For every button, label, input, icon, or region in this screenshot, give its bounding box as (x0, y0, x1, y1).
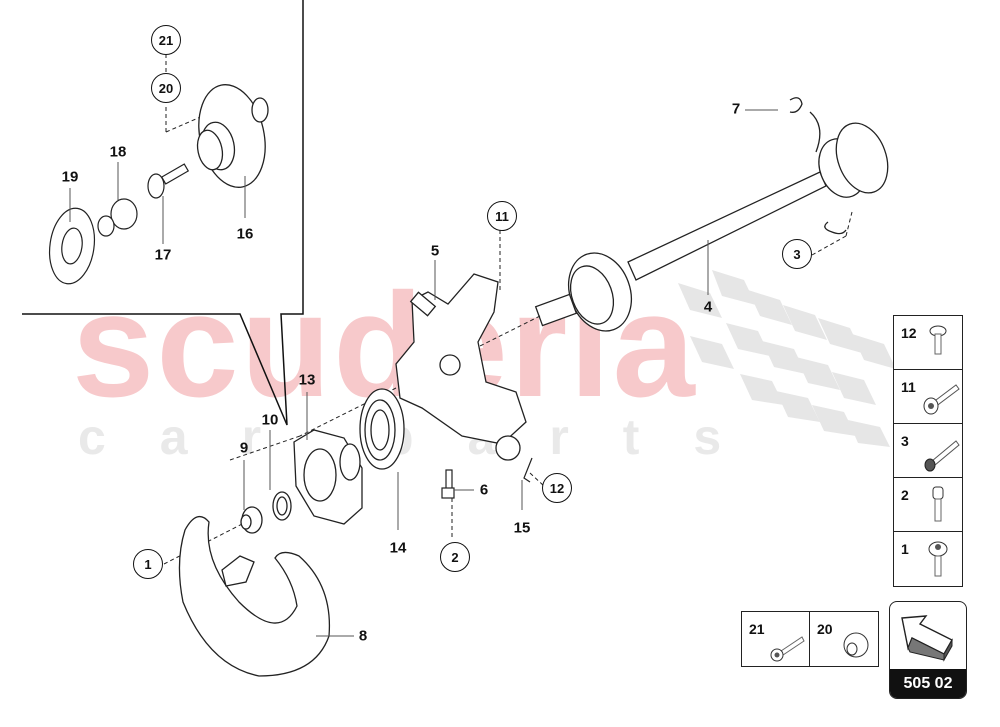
legend-item-12[interactable]: 12 (894, 316, 962, 370)
hub-nut (240, 506, 263, 534)
label-16: 16 (236, 225, 254, 243)
retaining-clip (523, 457, 533, 483)
legend-item-1[interactable]: 1 (894, 532, 962, 586)
legend-item-2[interactable]: 2 (894, 478, 962, 532)
page-navigation-button[interactable]: 505 02 (889, 601, 967, 699)
legend-item-20[interactable]: 20 (810, 612, 878, 666)
button-head-bolt-icon (928, 541, 948, 577)
leader-lines (69, 109, 778, 637)
label-14: 14 (389, 539, 407, 557)
callout-21[interactable]: 21 (151, 25, 181, 55)
callout-3[interactable]: 3 (782, 239, 812, 269)
steering-knuckle (395, 273, 527, 461)
callout-12[interactable]: 12 (542, 473, 572, 503)
callout-2[interactable]: 2 (440, 542, 470, 572)
legend-number: 11 (901, 379, 916, 395)
button-head-bolt-icon (929, 325, 947, 355)
legend-number: 3 (901, 433, 909, 449)
callout-20[interactable]: 20 (151, 73, 181, 103)
label-4: 4 (703, 298, 713, 316)
socket-cap-bolt-icon (932, 486, 944, 522)
assembly-lines (163, 52, 853, 565)
label-13: 13 (298, 371, 316, 389)
legend-number: 21 (749, 621, 765, 637)
inset-tone-ring-19 (48, 207, 96, 285)
speed-sensor (441, 469, 455, 499)
legend-number: 12 (901, 325, 917, 341)
label-10: 10 (261, 411, 279, 429)
seal-ring (272, 491, 292, 521)
legend-number: 20 (817, 621, 833, 637)
callout-11[interactable]: 11 (487, 201, 517, 231)
collar-nut-icon (843, 632, 869, 658)
checkered-flag-watermark (678, 270, 896, 447)
label-6: 6 (479, 481, 489, 499)
wheel-bearing (359, 388, 405, 470)
label-8: 8 (358, 627, 368, 645)
inset-bolt-17 (147, 163, 190, 199)
label-7: 7 (731, 100, 741, 118)
brake-shield (178, 515, 331, 677)
socket-cap-bolt-icon (770, 636, 805, 662)
label-17: 17 (154, 246, 172, 264)
inset-nut-18 (97, 198, 138, 237)
inset-hub-16 (196, 84, 269, 188)
legend-number: 1 (901, 541, 909, 557)
legend-item-3[interactable]: 3 (894, 424, 962, 478)
hub-flange (293, 429, 363, 525)
label-19: 19 (61, 168, 79, 186)
detail-inset-frame (22, 0, 304, 426)
legend-item-11[interactable]: 11 (894, 370, 962, 424)
inset-fastener-legend: 21 20 (741, 611, 879, 667)
legend-item-21[interactable]: 21 (742, 612, 810, 666)
label-9: 9 (239, 439, 249, 457)
arrow-up-left-icon (901, 615, 953, 662)
label-5: 5 (430, 242, 440, 260)
label-15: 15 (513, 519, 531, 537)
page-code: 505 02 (890, 669, 966, 698)
socket-cap-long-bolt-icon (924, 440, 960, 472)
fastener-legend: 12 11 3 2 1 (893, 315, 963, 587)
drive-shaft (534, 97, 889, 332)
flange-bolt-icon (923, 384, 960, 415)
legend-number: 2 (901, 487, 909, 503)
label-18: 18 (109, 143, 127, 161)
callout-1[interactable]: 1 (133, 549, 163, 579)
